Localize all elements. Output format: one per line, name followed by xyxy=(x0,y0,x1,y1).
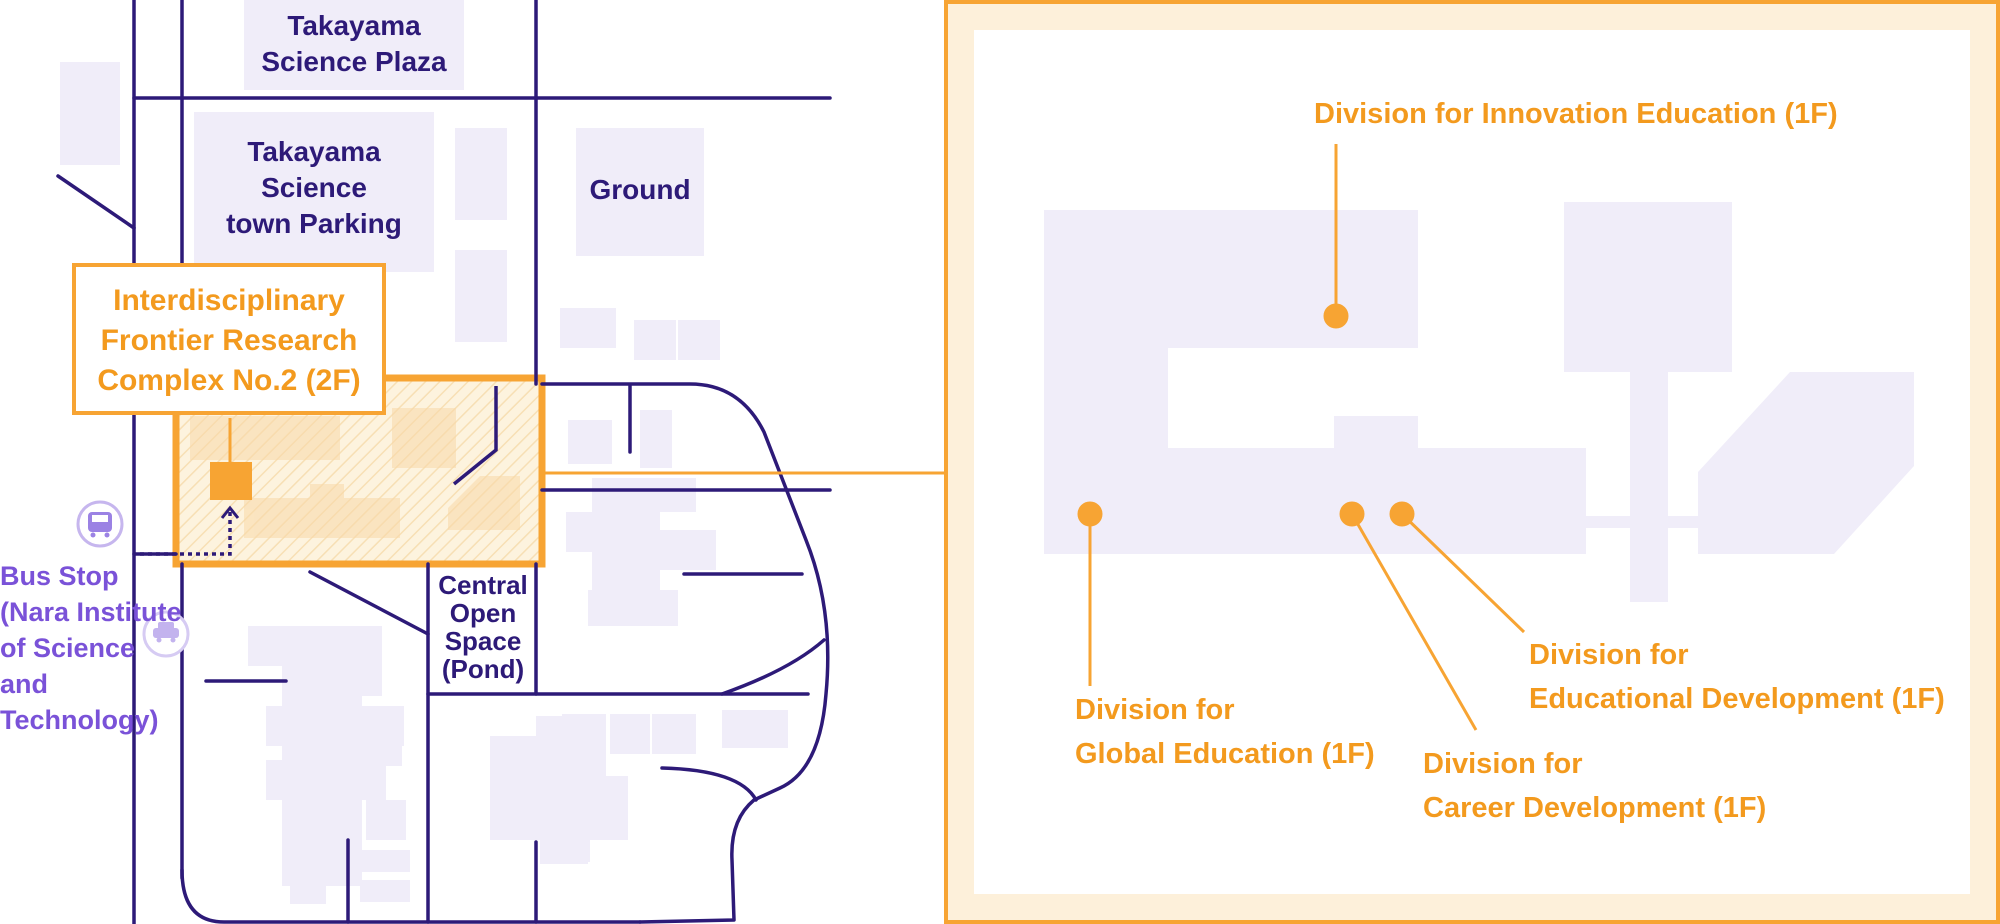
innovation-division-label: Division for Innovation Education (1F) xyxy=(1314,98,1838,130)
car-icon xyxy=(142,610,190,658)
floor-plan-south-wing xyxy=(1044,448,1586,554)
building-east-1 xyxy=(568,420,612,464)
target-footprint-5 xyxy=(448,476,520,530)
ground-label: Ground xyxy=(589,174,691,205)
detail-panel-border xyxy=(944,0,2000,924)
building-south-wing-4 xyxy=(652,714,696,754)
division-markers xyxy=(1077,144,1526,731)
target-building-footprint xyxy=(190,408,520,538)
detail-panel xyxy=(944,0,2000,924)
building-small-1 xyxy=(455,128,507,220)
building-southwest-wing-4 xyxy=(362,706,402,766)
central-open-space-label: Central Open Space (Pond) xyxy=(438,570,528,684)
building-row-1 xyxy=(560,308,616,348)
innovation-marker-icon xyxy=(1323,303,1349,329)
road-diagonal-central xyxy=(308,570,430,636)
educational-division-label: Division for Educational Development (1F… xyxy=(1529,639,1945,715)
career-marker-icon xyxy=(1339,501,1365,527)
building-east-complex-wing-1 xyxy=(566,512,616,552)
target-footprint-1 xyxy=(190,416,340,460)
map-buildings xyxy=(60,0,788,904)
floor-plan-east-wing xyxy=(1698,372,1914,554)
target-building-callout: Interdisciplinary Frontier Research Comp… xyxy=(72,263,386,415)
building-far-left xyxy=(60,62,120,165)
target-footprint-2 xyxy=(392,408,456,468)
building-south-small xyxy=(542,832,588,862)
walking-route xyxy=(138,512,232,556)
map-roads xyxy=(56,0,832,924)
inner-path-building xyxy=(452,386,498,486)
parking-label: Takayama Science town Parking xyxy=(226,136,402,239)
floor-plan xyxy=(1044,202,1914,602)
educational-marker-icon xyxy=(1389,501,1415,527)
floor-plan-east-stem xyxy=(1630,370,1668,602)
bus-stop-label: Bus Stop (Nara Institute of Science and … xyxy=(0,561,182,735)
floor-plan-east-bridge xyxy=(1668,516,1698,528)
road-diagonal-northwest xyxy=(56,174,136,230)
building-southwest-wing-9 xyxy=(360,880,410,902)
educational-leader xyxy=(1400,512,1526,634)
floor-plan-east-block xyxy=(1564,202,1732,372)
science-plaza-label: Takayama Science Plaza xyxy=(261,10,447,77)
building-southwest-wing-7 xyxy=(290,846,326,904)
floor-plan-center-annex xyxy=(1334,416,1418,456)
career-division-label: Division for Career Development (1F) xyxy=(1423,748,1767,824)
building-southwest-wing-5 xyxy=(266,760,386,800)
bus-icon xyxy=(76,500,124,548)
building-south-wing-5 xyxy=(554,776,628,818)
entrance-arrow-icon xyxy=(220,505,240,519)
building-southwest-wing-6 xyxy=(366,800,406,840)
building-row-3 xyxy=(678,320,720,360)
science-plaza-building xyxy=(244,0,464,90)
building-row-2 xyxy=(634,320,676,360)
building-east-2 xyxy=(640,410,672,468)
building-south-wing-2 xyxy=(562,714,606,760)
global-division-label: Division for Global Education (1F) xyxy=(1075,694,1375,770)
global-marker-icon xyxy=(1077,501,1103,527)
building-southwest-wing-2 xyxy=(334,626,382,696)
building-south-far xyxy=(722,710,788,748)
ground-field xyxy=(576,128,704,256)
career-leader xyxy=(1350,513,1478,731)
road-east-loop xyxy=(540,382,830,924)
road-curve-east xyxy=(720,638,826,696)
building-southwest-wing-8 xyxy=(360,850,410,872)
floor-plan-connector xyxy=(1584,516,1630,528)
building-east-complex-wing-4 xyxy=(588,590,678,626)
building-east-complex-wing-3 xyxy=(640,530,716,570)
parking-building xyxy=(194,112,434,272)
building-east-complex-wing-2 xyxy=(640,478,696,512)
building-south-wing-3 xyxy=(610,714,650,754)
building-small-2 xyxy=(455,250,507,342)
target-footprint-4 xyxy=(310,484,344,512)
road-curve-south xyxy=(660,766,758,802)
road-loop-south xyxy=(180,868,642,924)
location-marker-icon xyxy=(210,462,252,500)
